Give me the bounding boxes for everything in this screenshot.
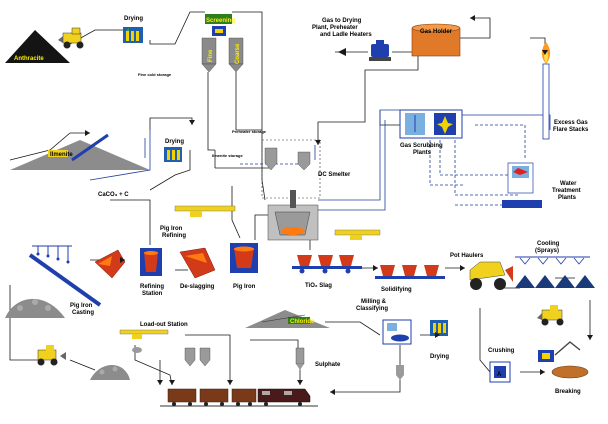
- tio2-slag-label: TiO₂ Slag: [305, 283, 332, 289]
- drying-top-label: Drying: [124, 16, 143, 22]
- pot-haulers-label: Pot Haulers: [450, 253, 484, 259]
- crusher-glyph: A: [497, 372, 502, 378]
- crushing-station: Crushing A: [488, 348, 515, 383]
- gas-holder: Gas Holder: [411, 23, 461, 57]
- load-out-station-label: Load-out Station: [140, 322, 188, 328]
- pig-iron-refining: Pig Iron Refining: [160, 205, 236, 239]
- gas-holder-label: Gas Holder: [420, 29, 453, 35]
- cooling-label-2: (Sprays): [535, 248, 559, 254]
- screening-label: Screening: [206, 18, 235, 24]
- cooling-label-1: Cooling: [537, 241, 560, 247]
- pig-iron-casting-label-2: Casting: [72, 310, 94, 316]
- ilmenite-storage-small: Ilmenite storage: [212, 153, 243, 158]
- fine-label: Fine: [208, 49, 214, 62]
- excess-gas-label: Excess Gas: [554, 120, 588, 126]
- milling-classifying: Milling & Classifying: [356, 299, 412, 380]
- preheat-storage-small: Preheater storage: [232, 129, 267, 134]
- dc-smelter: DC Smelter: [261, 139, 351, 241]
- ladle-heaters-label: and Ladle Heaters: [320, 32, 372, 38]
- milling-label-2: Classifying: [356, 306, 388, 312]
- water-and-gas-lines: [144, 109, 551, 211]
- chloride-pile: Chloride: [245, 310, 330, 328]
- gas-scrubbing-label-1: Gas Scrubbing: [400, 143, 443, 149]
- gas-scrubbing-plant: Gas Scrubbing Plants: [399, 109, 463, 156]
- pig-iron-casting-label-1: Pig Iron: [70, 303, 93, 309]
- refining-station-label-2: Station: [142, 291, 163, 297]
- flare-stack: Excess Gas Flare Stacks: [541, 42, 589, 140]
- arrow-left-icon: [338, 48, 346, 56]
- pump-icon: [369, 40, 391, 61]
- coarse-label: Coarse: [235, 43, 241, 64]
- de-slagging-label: De-slagging: [180, 284, 215, 290]
- dryer-mid: Drying: [164, 139, 184, 162]
- water-treatment-label-3: Plants: [558, 195, 577, 201]
- water-treatment-plant: Water Treatment Plants: [502, 162, 581, 208]
- water-treatment-label-1: Water: [560, 181, 577, 187]
- load-out-station: Load-out Station: [119, 322, 211, 367]
- silo-icon: [264, 147, 278, 171]
- solidifying-pots: Solidifying: [375, 265, 445, 293]
- flare-stacks-label: Flare Stacks: [553, 127, 589, 133]
- cooling-sprays: Cooling (Sprays): [515, 241, 595, 288]
- slag-pot-icon: [297, 255, 312, 266]
- pig-iron-refining-label-2: Refining: [162, 233, 186, 239]
- pig-iron-refining-label-1: Pig Iron: [160, 226, 183, 232]
- gas-scrubbing-label-2: Plants: [413, 150, 432, 156]
- breaking-label: Breaking: [555, 389, 581, 395]
- anthracite-label: Anthracite: [14, 56, 44, 62]
- milling-label-1: Milling &: [361, 299, 387, 305]
- screening-station: Screening: [205, 14, 235, 36]
- crane-icon: [174, 205, 236, 212]
- dc-smelter-label: DC Smelter: [318, 172, 351, 178]
- pig-iron-pile: [5, 298, 65, 318]
- ladle-pour: [94, 249, 126, 279]
- dryer-bottom: Drying: [430, 320, 449, 360]
- crushing-label: Crushing: [488, 348, 515, 354]
- fine-storage-small: Fine cold storage: [138, 72, 172, 77]
- slag-crane: [334, 229, 381, 240]
- anthracite-pile: Anthracite: [5, 30, 70, 63]
- pig-iron-ladle: Pig Iron: [230, 243, 258, 290]
- ilmenite-label: Ilmenite: [50, 152, 73, 158]
- water-treatment-label-2: Treatment: [552, 188, 581, 194]
- pig-iron-label: Pig Iron: [233, 284, 256, 290]
- breaking-station: Breaking: [538, 341, 589, 395]
- silo-coarse: Coarse: [228, 37, 244, 73]
- de-slagging: De-slagging: [179, 247, 216, 290]
- front-loader-bottom: [37, 345, 66, 366]
- tio2-slag-pots: TiO₂ Slag: [292, 255, 362, 289]
- refining-station: Refining Station: [140, 248, 164, 297]
- drying-mid-label: Drying: [165, 139, 184, 145]
- sulphate-label: Sulphate: [315, 362, 341, 368]
- chloride-label: Chloride: [290, 319, 315, 325]
- gas-to-drying-label: Gas to Drying: [322, 18, 362, 24]
- plant-preheater-label: Plant, Preheater: [312, 25, 358, 31]
- haul-truck-icon: [469, 261, 506, 281]
- sulphate-silo: Sulphate: [295, 347, 341, 370]
- scrap-pile: [90, 365, 130, 380]
- ilmenite-pile: Ilmenite: [10, 133, 150, 170]
- caco3-label: CaCO₃ + C: [98, 192, 129, 198]
- refining-station-label-1: Refining: [140, 284, 164, 290]
- pig-iron-casting: Pig Iron Casting: [28, 245, 102, 316]
- front-loader-right: [537, 305, 564, 326]
- conveyor-icon: [71, 133, 109, 162]
- train-icon: [160, 388, 318, 407]
- pot-hauler: Pot Haulers: [450, 253, 513, 290]
- silo-fine: Fine: [201, 37, 217, 73]
- solidifying-label: Solidifying: [381, 287, 412, 293]
- dryer-top: Drying: [123, 16, 143, 43]
- flow-arrowheads: [85, 15, 593, 395]
- drying-bottom-label: Drying: [430, 354, 449, 360]
- gas-to-drying-text: Gas to Drying Plant, Preheater and Ladle…: [312, 18, 372, 38]
- front-loader-icon: [58, 27, 84, 49]
